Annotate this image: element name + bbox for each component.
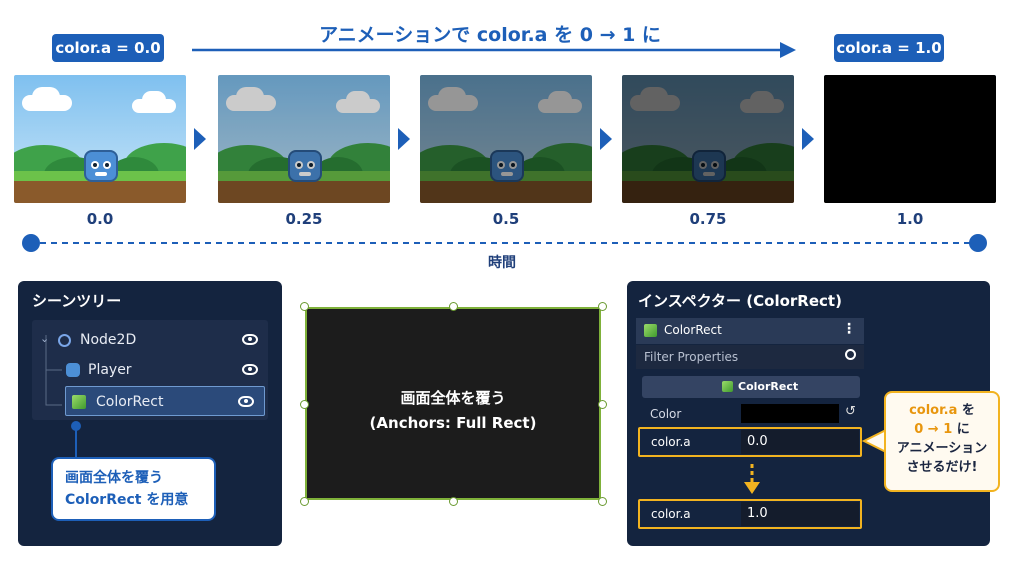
godot-icon <box>66 363 80 377</box>
next-frame-arrow-icon <box>398 128 410 150</box>
center-text-line1: 画面全体を覆う <box>400 389 506 407</box>
callout-text: を <box>957 403 975 418</box>
time-axis-label: 時間 <box>488 255 516 271</box>
alpha-label-end: color.a <box>651 507 691 521</box>
center-text-line2: (Anchors: Full Rect) <box>369 414 537 432</box>
chevron-down-icon[interactable]: ⌄ <box>40 332 50 345</box>
resize-handle[interactable] <box>449 497 458 506</box>
fade-overlay <box>824 75 996 203</box>
next-frame-arrow-icon <box>600 128 612 150</box>
resize-handle[interactable] <box>300 497 309 506</box>
fade-overlay <box>218 75 390 203</box>
frame-time-label: 0.25 <box>285 210 323 228</box>
color-label: Color <box>650 407 682 421</box>
frame-time-label: 0.5 <box>492 210 520 228</box>
resize-handle[interactable] <box>598 302 607 311</box>
alpha-row-start-highlight <box>638 427 862 457</box>
search-icon[interactable] <box>845 349 856 360</box>
resize-handle[interactable] <box>300 399 309 409</box>
tree-item-label: ColorRect <box>96 394 164 410</box>
tree-item-node2d[interactable]: ⌄ Node2D <box>32 325 268 355</box>
tree-item-player[interactable]: Player <box>32 355 268 385</box>
scene-tree-title: シーンツリー <box>32 292 122 310</box>
visibility-eye-icon[interactable] <box>242 334 258 345</box>
filter-properties-input[interactable]: Filter Properties <box>636 345 864 369</box>
alpha-row-end-highlight <box>638 499 862 529</box>
scene-tree-list: ⌄ Node2D Player ColorRect <box>32 320 268 420</box>
fullscreen-colorrect-preview <box>305 307 601 500</box>
alpha-label-start: color.a <box>651 435 691 449</box>
resize-handle[interactable] <box>449 302 458 311</box>
colorrect-icon <box>722 381 733 392</box>
resize-handle[interactable] <box>598 497 607 506</box>
down-arrow <box>744 464 760 494</box>
callout-pointer <box>71 421 81 460</box>
tree-item-colorrect[interactable]: ColorRect <box>65 386 265 416</box>
alpha-value-start-field[interactable]: 0.0 <box>741 430 859 454</box>
node-name: ColorRect <box>664 323 722 337</box>
alpha-animation-callout: color.a を 0 → 1 に アニメーション させるだけ! <box>884 391 1000 492</box>
animation-frame <box>218 75 390 203</box>
filter-placeholder: Filter Properties <box>644 350 739 364</box>
title-arrow <box>192 42 796 58</box>
tree-item-label: Node2D <box>80 332 137 348</box>
next-frame-arrow-icon <box>802 128 814 150</box>
frame-time-label: 1.0 <box>896 210 924 228</box>
start-alpha-badge: color.a = 0.0 <box>52 34 164 62</box>
fade-overlay <box>622 75 794 203</box>
tree-item-label: Player <box>88 362 132 378</box>
alpha-value-end-field[interactable]: 1.0 <box>741 502 859 526</box>
frame-time-label: 0.75 <box>689 210 727 228</box>
timeline-axis <box>22 234 987 252</box>
callout-text: 0 → 1 <box>914 422 953 437</box>
callout-text: させるだけ! <box>906 460 978 475</box>
callout-text: に <box>952 422 970 437</box>
tree-guides <box>45 335 62 406</box>
frame-time-label: 0.0 <box>86 210 114 228</box>
colorrect-icon <box>72 395 86 409</box>
animation-frame <box>14 75 186 203</box>
node2d-icon <box>58 334 71 347</box>
callout-line: 画面全体を覆う <box>65 470 163 486</box>
inspector-header: ColorRect ⋮ <box>636 318 864 344</box>
reset-icon[interactable]: ↺ <box>845 404 856 419</box>
color-property-row: Color ↺ <box>636 402 864 426</box>
player-robot-icon <box>490 150 524 182</box>
colorrect-icon <box>644 324 657 337</box>
next-frame-arrow-icon <box>194 128 206 150</box>
section-label: ColorRect <box>738 380 799 393</box>
animation-title: アニメーションで color.a を 0 → 1 に <box>319 24 661 46</box>
callout-text: color.a <box>909 403 958 418</box>
player-robot-icon <box>288 150 322 182</box>
resize-handle[interactable] <box>300 302 309 311</box>
animation-frame <box>824 75 996 203</box>
animation-frame <box>420 75 592 203</box>
visibility-eye-icon[interactable] <box>238 396 254 407</box>
more-menu-icon[interactable]: ⋮ <box>842 321 856 337</box>
resize-handle[interactable] <box>598 399 607 409</box>
visibility-eye-icon[interactable] <box>242 364 258 375</box>
end-alpha-badge: color.a = 1.0 <box>834 34 944 62</box>
color-swatch[interactable] <box>741 404 839 423</box>
section-header-colorrect[interactable]: ColorRect <box>642 376 860 398</box>
callout-line: ColorRect を用意 <box>65 492 189 508</box>
fade-overlay <box>420 75 592 203</box>
player-robot-icon <box>84 150 118 182</box>
colorrect-callout: 画面全体を覆う ColorRect を用意 <box>51 457 216 521</box>
inspector-title: インスペクター (ColorRect) <box>638 292 842 310</box>
callout-text: アニメーション <box>896 441 988 456</box>
animation-frame <box>622 75 794 203</box>
